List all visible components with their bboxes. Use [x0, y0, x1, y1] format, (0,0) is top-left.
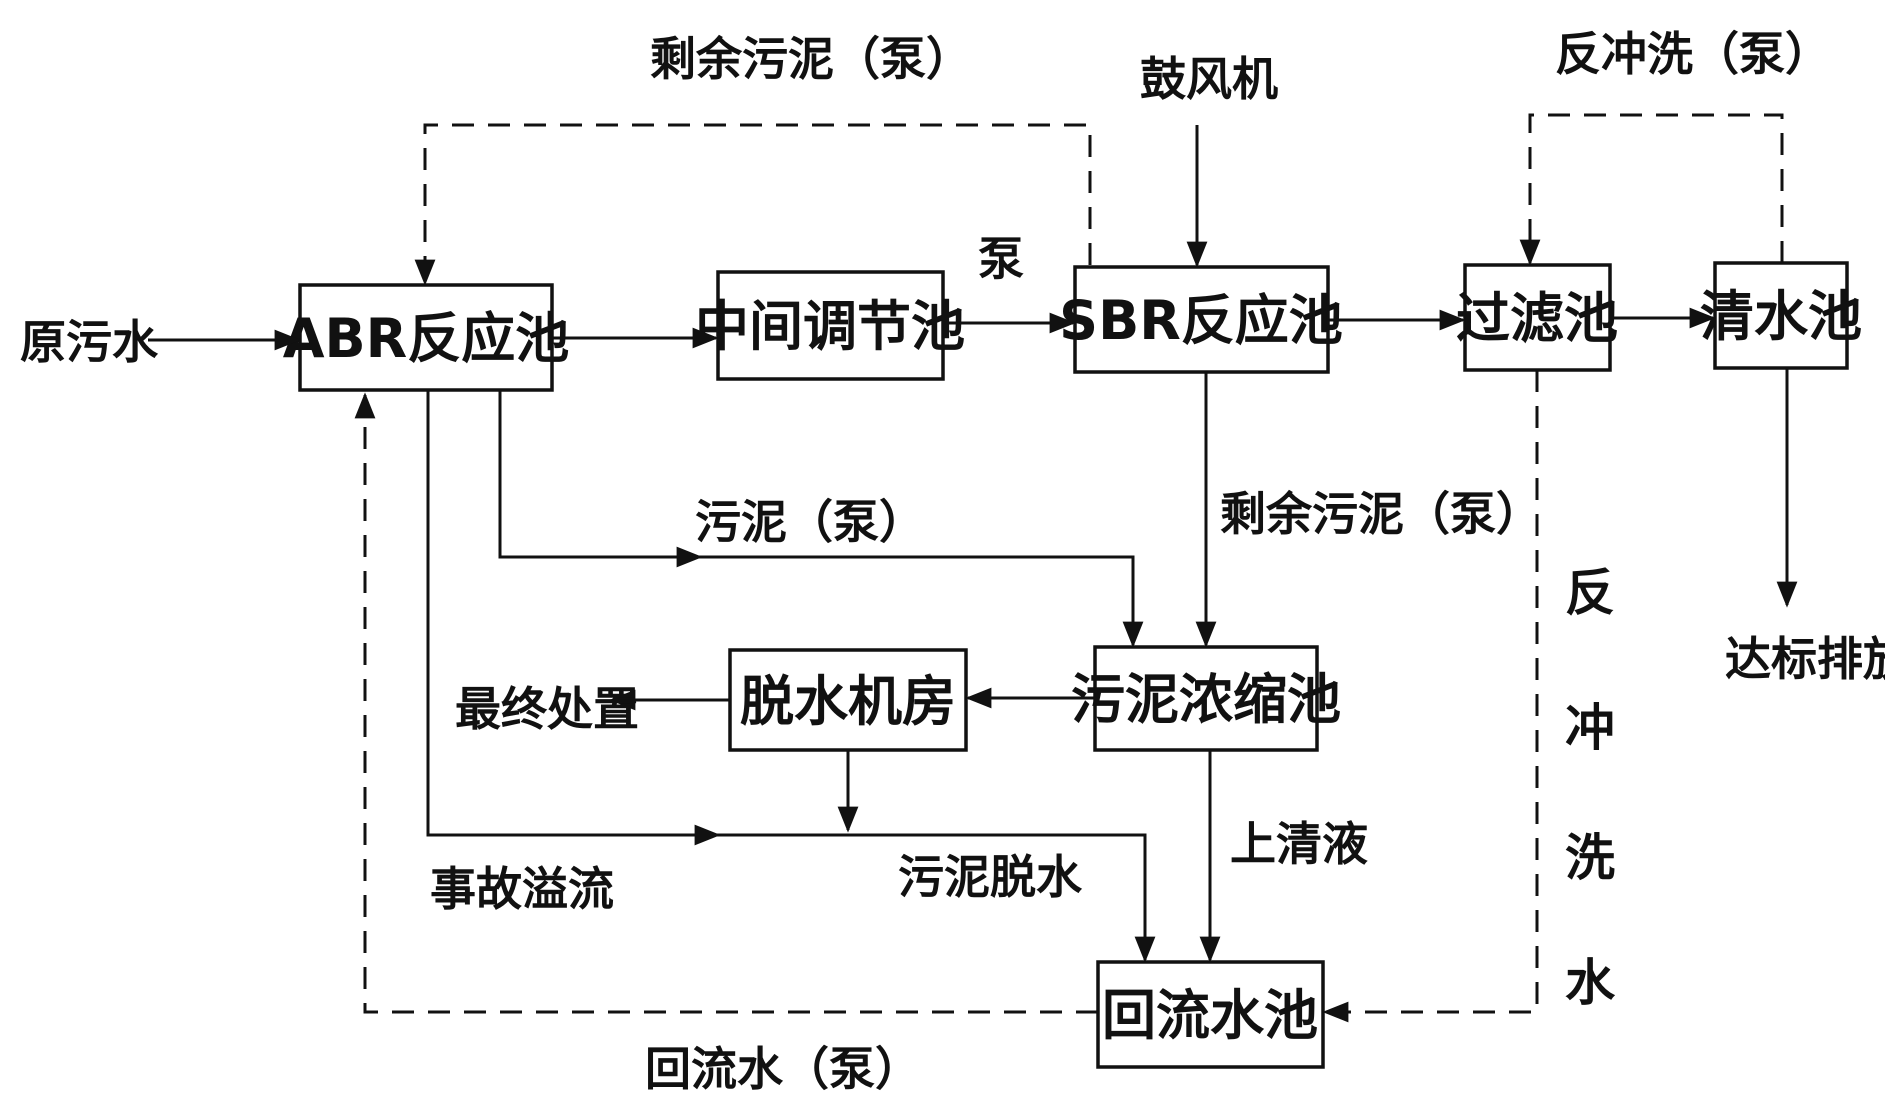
backwash-water-label-3: 洗	[1565, 829, 1615, 887]
accident-overflow-line	[426, 390, 1156, 963]
sbr-reactor-label: SBR反应池	[1059, 289, 1343, 352]
backwash-pump-label: 反冲洗（泵）	[1555, 27, 1831, 81]
backwash-water-line	[1322, 370, 1539, 1023]
clear-water-tank-box: 清水池	[1700, 261, 1862, 370]
middle-tank-label: 中间调节池	[695, 295, 965, 358]
backwash-water-label-1: 反	[1565, 564, 1615, 622]
filter-tank-label: 过滤池	[1456, 287, 1618, 350]
sludge-thickener-label: 污泥浓缩池	[1071, 668, 1341, 731]
filter-tank-box: 过滤池	[1456, 263, 1618, 372]
excess-sludge-top-label: 剩余污泥（泵）	[650, 32, 972, 86]
abr-reactor-label: ABR反应池	[283, 307, 570, 370]
return-water-pump-label: 回流水（泵）	[645, 1042, 921, 1096]
final-disposal-label: 最终处置	[455, 682, 639, 736]
return-water-tank-box: 回流水池	[1096, 960, 1325, 1069]
sludge-pump-label: 污泥（泵）	[695, 495, 925, 549]
sludge-dewater-label: 污泥脱水	[898, 850, 1083, 904]
accident-overflow-label: 事故溢流	[430, 862, 614, 916]
sludge-pump-line	[498, 390, 1144, 648]
abr-reactor-box: ABR反应池	[283, 283, 570, 392]
dewatering-room-label: 脱水机房	[740, 670, 956, 733]
backwash-pump-line	[1519, 113, 1784, 266]
sbr-reactor-box: SBR反应池	[1059, 265, 1343, 374]
blower-label: 鼓风机	[1140, 52, 1278, 106]
dewatering-room-box: 脱水机房	[728, 648, 968, 752]
middle-tank-box: 中间调节池	[695, 270, 965, 381]
return-water-tank-label: 回流水池	[1102, 984, 1318, 1047]
backwash-water-label-4: 水	[1565, 954, 1616, 1012]
supernatant-label: 上清液	[1230, 817, 1368, 871]
excess-sludge-return-line	[414, 123, 1092, 286]
discharge-label: 达标排放	[1725, 632, 1885, 686]
pump-label: 泵	[978, 232, 1024, 286]
backwash-water-label-2: 冲	[1565, 699, 1615, 757]
return-water-line	[354, 392, 1098, 1014]
raw-sewage-label: 原污水	[20, 315, 159, 369]
excess-sludge-mid-label: 剩余污泥（泵）	[1220, 487, 1542, 541]
sludge-thickener-box: 污泥浓缩池	[1071, 645, 1341, 752]
clear-water-tank-label: 清水池	[1700, 285, 1862, 348]
